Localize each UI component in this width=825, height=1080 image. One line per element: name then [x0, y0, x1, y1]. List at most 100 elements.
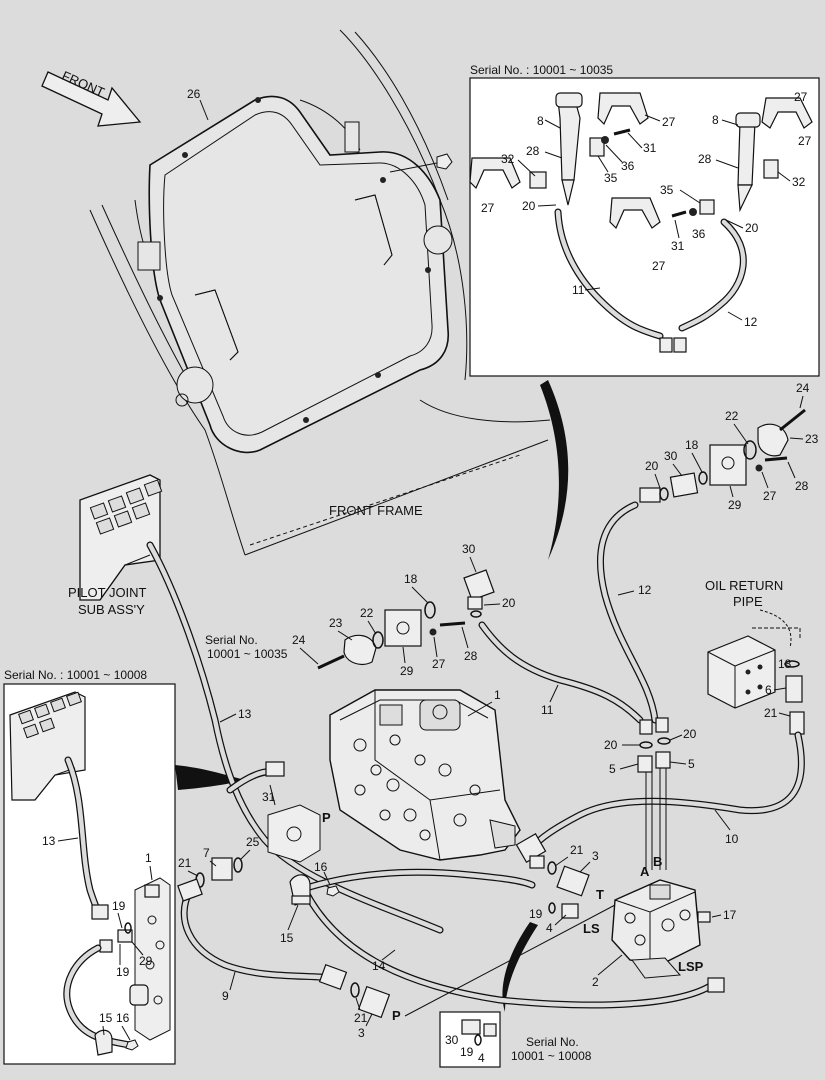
- callout-l13: 13: [42, 834, 56, 848]
- callout-28a-right: 28: [795, 479, 809, 493]
- callout-7: 7: [203, 846, 210, 860]
- oil-return-pipe: OIL RETURN PIPE 18 6 21: [705, 578, 805, 735]
- callout-8a: 8: [537, 114, 544, 128]
- callout-27c: 27: [794, 90, 808, 104]
- callout-20a: 20: [522, 199, 536, 213]
- callout-27b: 27: [481, 201, 495, 215]
- callout-16: 16: [314, 860, 328, 874]
- callout-27b-mid: 27: [432, 657, 446, 671]
- port-T: T: [596, 887, 604, 902]
- front-frame-label: FRONT FRAME: [329, 503, 423, 518]
- callout-29b: 29: [400, 664, 414, 678]
- callout-35b: 35: [660, 183, 674, 197]
- callout-l15: 15: [99, 1011, 113, 1025]
- callout-18a: 18: [685, 438, 699, 452]
- pilot-joint-sub-assy: PILOT JOINT SUB ASS'Y: [68, 474, 163, 617]
- callout-18b: 18: [404, 572, 418, 586]
- callout-31a: 31: [643, 141, 657, 155]
- callout-l19a: 19: [112, 899, 126, 913]
- callout-23b: 23: [329, 616, 343, 630]
- callout-20a-right: 20: [645, 459, 659, 473]
- callout-6: 6: [765, 683, 772, 697]
- callout-17: 17: [723, 908, 737, 922]
- callout-32b: 32: [792, 175, 806, 189]
- callout-27a: 27: [662, 115, 676, 129]
- callout-21b: 21: [178, 856, 192, 870]
- callout-3b: 3: [592, 849, 599, 863]
- callout-12-inset: 12: [744, 315, 758, 329]
- callout-22a: 22: [725, 409, 739, 423]
- callout-20d: 20: [683, 727, 697, 741]
- callout-26: 26: [187, 87, 201, 101]
- callout-36a: 36: [621, 159, 635, 173]
- callout-24b: 24: [292, 633, 306, 647]
- callout-l29: 29: [139, 954, 153, 968]
- callout-28b: 28: [698, 152, 712, 166]
- fitting-p-bottom: 21 3 P: [318, 904, 616, 1040]
- pointer-swoosh-bottom: [502, 922, 538, 1012]
- callout-1: 1: [494, 688, 501, 702]
- callout-5b: 5: [688, 757, 695, 771]
- callout-14: 14: [372, 959, 386, 973]
- port-P2: P: [392, 1008, 401, 1023]
- callout-11: 11: [541, 703, 554, 717]
- callout-31: 31: [262, 790, 276, 804]
- pilot-joint-line1: PILOT JOINT: [68, 585, 147, 600]
- front-frame-outline: [89, 29, 551, 556]
- callout-30b: 30: [462, 542, 476, 556]
- callout-3a: 3: [358, 1026, 365, 1040]
- callout-27a-right: 27: [763, 489, 777, 503]
- callout-24a: 24: [796, 381, 810, 395]
- callout-13: 13: [238, 707, 252, 721]
- serial-mid-line2: 10001 ~ 10035: [207, 647, 288, 661]
- callout-l19b: 19: [116, 965, 130, 979]
- oil-return-line2: PIPE: [733, 594, 763, 609]
- callout-23a: 23: [805, 432, 819, 446]
- callout-27d: 27: [798, 134, 812, 148]
- serial-left-label: Serial No. : 10001 ~ 10008: [4, 668, 147, 682]
- callout-22b: 22: [360, 606, 374, 620]
- callout-2: 2: [592, 975, 599, 989]
- pointer-swoosh-left: [175, 765, 245, 790]
- port-LSP: LSP: [678, 959, 704, 974]
- port-B: B: [653, 854, 662, 869]
- serial-top-label: Serial No. : 10001 ~ 10035: [470, 63, 613, 77]
- priority-valve-2: A B T LS LSP 2 17 21 3 19 4: [529, 843, 737, 989]
- cover-plate-26: 26: [137, 87, 453, 454]
- serial-mid-line1: Serial No.: [205, 633, 258, 647]
- callout-36b: 36: [692, 227, 706, 241]
- serial-bottom-line1: Serial No.: [526, 1035, 579, 1049]
- main-control-valve: 1: [329, 688, 521, 861]
- callout-l1: 1: [145, 851, 152, 865]
- pointer-swoosh-top: [540, 380, 569, 560]
- port-LS: LS: [583, 921, 600, 936]
- hose-11: [478, 621, 644, 724]
- callout-25: 25: [246, 835, 260, 849]
- callout-20b-mid: 20: [502, 596, 516, 610]
- callout-30a: 30: [664, 449, 678, 463]
- inset-serial-bottom: 30 19 4 Serial No. 10001 ~ 10008: [439, 1011, 592, 1068]
- callout-10: 10: [725, 832, 739, 846]
- callout-32a: 32: [501, 152, 515, 166]
- oil-return-line1: OIL RETURN: [705, 578, 783, 593]
- callout-b4: 4: [478, 1051, 485, 1065]
- callout-4a: 4: [546, 921, 553, 935]
- callout-18c: 18: [778, 657, 792, 671]
- callout-29a: 29: [728, 498, 742, 512]
- callout-20b: 20: [745, 221, 759, 235]
- callout-35a: 35: [604, 171, 618, 185]
- serial-bottom-line2: 10001 ~ 10008: [511, 1049, 592, 1063]
- callout-11-inset: 11: [572, 283, 585, 297]
- callout-21a: 21: [764, 706, 778, 720]
- callout-5a: 5: [609, 762, 616, 776]
- callout-20c: 20: [604, 738, 618, 752]
- callout-b19: 19: [460, 1045, 474, 1059]
- pilot-joint-line2: SUB ASS'Y: [78, 602, 145, 617]
- callout-12: 12: [638, 583, 652, 597]
- callout-28a: 28: [526, 144, 540, 158]
- callout-21c: 21: [354, 1011, 368, 1025]
- p-port-block: P 31 25 7 21 16 15: [177, 784, 340, 945]
- callout-19a: 19: [529, 907, 543, 921]
